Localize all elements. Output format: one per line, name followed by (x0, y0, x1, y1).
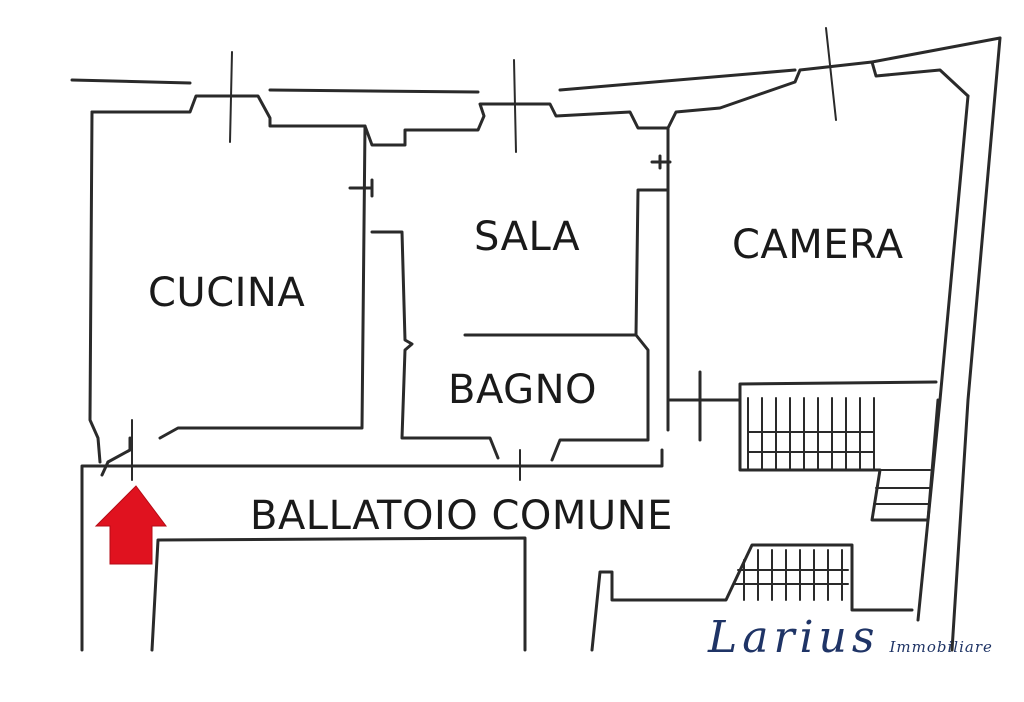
camera-door (668, 370, 742, 442)
room-label-camera: CAMERA (732, 222, 904, 268)
facade-wall-inner (90, 60, 970, 147)
stair-outline (738, 380, 940, 522)
room-label-cucina: CUCINA (148, 270, 306, 316)
sala-left-wall (370, 230, 500, 460)
corridor-top-wall (80, 448, 664, 652)
stair-lower-treads (733, 549, 849, 601)
room-label-sala: SALA (474, 214, 581, 260)
brand-name: Larius (708, 612, 880, 663)
sala-door (650, 154, 672, 170)
sala-right-wall (634, 188, 670, 337)
cucina-door (348, 178, 374, 198)
brand-subtitle: Immobiliare (889, 638, 993, 656)
room-label-bagno: BAGNO (448, 367, 598, 413)
right-wall-outer (950, 36, 1002, 652)
window-marks (131, 27, 837, 481)
room-label-ballatoio-comune: BALLATOIO COMUNE (250, 493, 673, 539)
cucina-walls (88, 110, 367, 464)
right-wall-inner (916, 94, 970, 622)
bagno-top-wall (463, 333, 650, 462)
stair-treads (747, 397, 931, 505)
facade-wall-outer (70, 36, 1002, 94)
corridor-lower-walls (150, 536, 914, 652)
entrance-arrow-icon (94, 485, 167, 565)
